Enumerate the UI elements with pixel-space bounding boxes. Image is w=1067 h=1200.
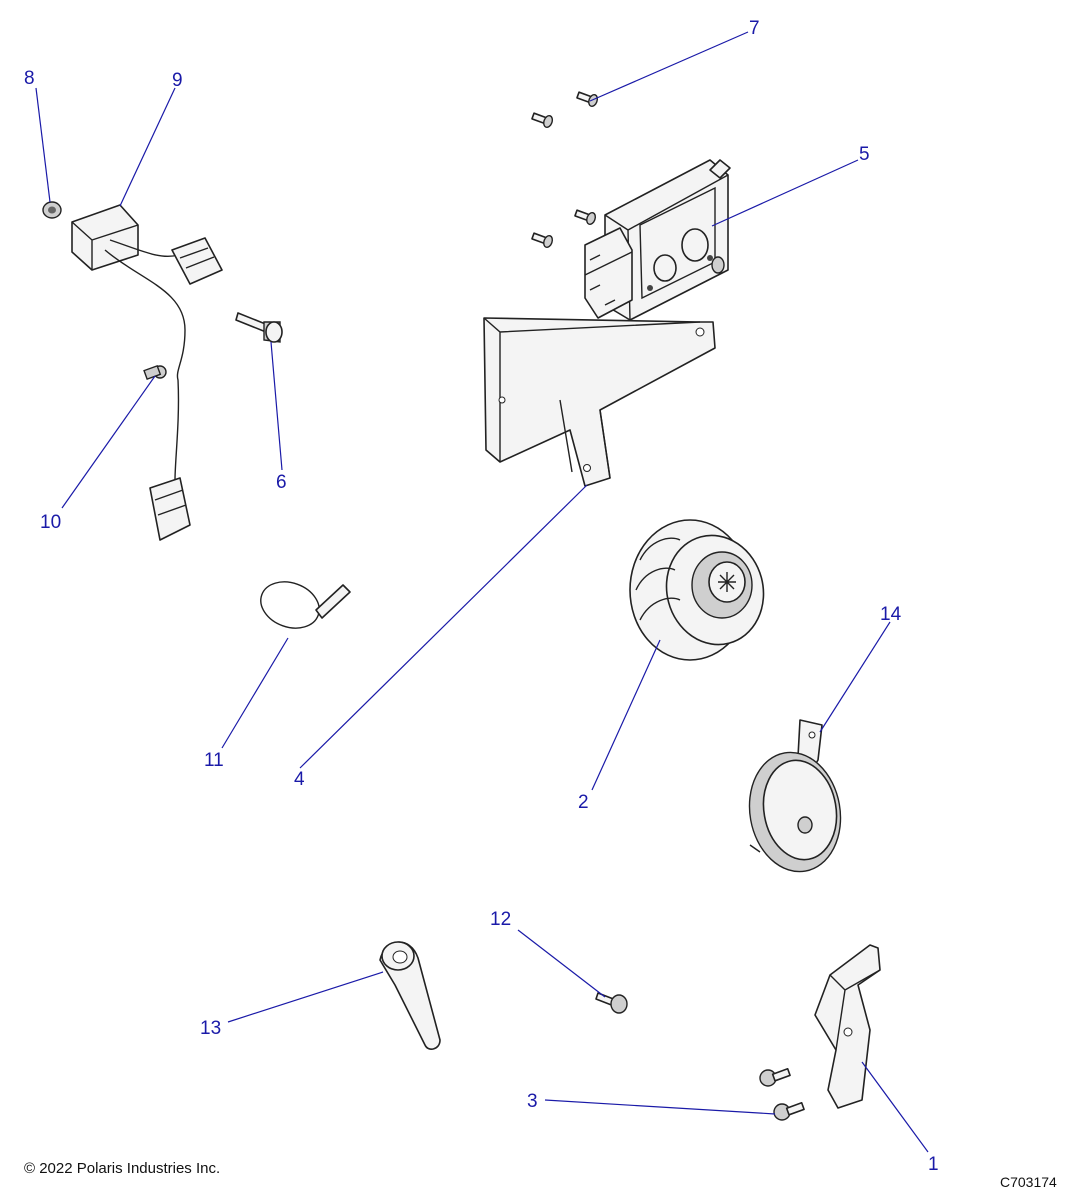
copyright-notice: © 2022 Polaris Industries Inc. (24, 1160, 221, 1177)
part-1-horn-bracket (814, 944, 881, 1109)
callout-1: 1 (928, 1154, 939, 1175)
part-10-wire-harness (104, 237, 223, 541)
callout-2: 2 (578, 792, 589, 813)
part-6-bolt (235, 312, 283, 343)
callout-3: 3 (527, 1091, 538, 1112)
part-3-screws (759, 1067, 805, 1121)
callout-labels: 8 9 7 5 6 10 11 4 2 14 12 13 3 1 (24, 18, 939, 1175)
callout-7: 7 (749, 18, 760, 39)
part-4-ecu-bracket (483, 317, 716, 487)
part-11-cable-tie (260, 581, 351, 629)
part-14-horn (748, 719, 842, 873)
part-2-grommet (629, 519, 765, 661)
callout-4: 4 (294, 769, 305, 790)
callout-11: 11 (204, 750, 224, 771)
callout-12: 12 (490, 909, 511, 930)
callout-9: 9 (172, 70, 183, 91)
part-9-relay-module (71, 204, 139, 271)
callout-14: 14 (880, 604, 902, 625)
leader-lines (35, 31, 929, 1153)
callout-8: 8 (24, 68, 35, 89)
part-8-nut (42, 201, 62, 219)
part-13-terminal-boot (379, 941, 441, 1050)
callout-13: 13 (200, 1018, 221, 1039)
part-5-ecu (584, 159, 731, 321)
callout-6: 6 (276, 472, 287, 493)
part-12-bolt (595, 992, 628, 1014)
callout-10: 10 (40, 512, 61, 533)
callout-5: 5 (859, 144, 870, 165)
part-7-screws (531, 91, 599, 248)
figure-id: C703174 (1000, 1174, 1057, 1190)
